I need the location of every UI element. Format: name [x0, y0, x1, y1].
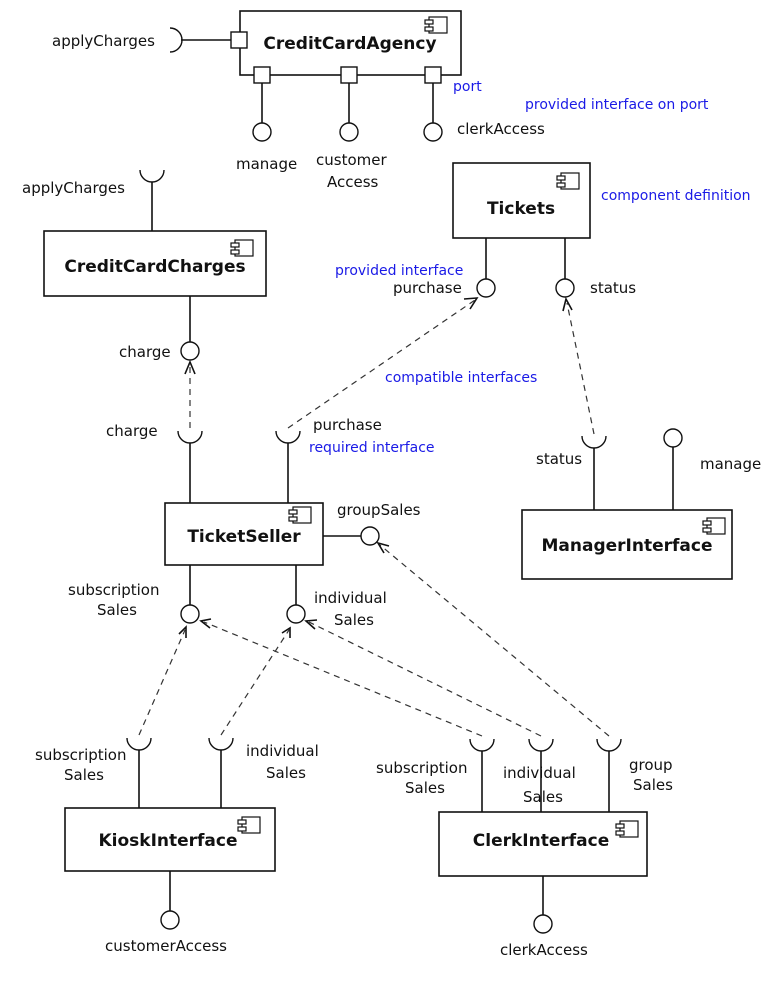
customer-access-provided-ball [339, 122, 359, 142]
clerk-group-label: group [629, 756, 673, 774]
seller-subscription-sales-ball [180, 604, 200, 624]
clerk-interface-component[interactable]: ClerkInterface [438, 811, 648, 877]
kiosk-subscription-label: subscription [35, 746, 127, 764]
manager-status-socket [581, 435, 607, 449]
apply-charges-port [230, 31, 248, 49]
dependency-purchase [287, 297, 479, 429]
tickets-purchase-label: purchase [393, 279, 462, 297]
clerk-group-sales-label: Sales [633, 776, 673, 794]
seller-charge-socket [177, 430, 203, 444]
component-icon [424, 16, 448, 34]
manager-manage-label: manage [700, 455, 761, 473]
tickets-purchase-ball [476, 278, 496, 298]
ticket-seller-component[interactable]: TicketSeller [164, 502, 324, 566]
charges-apply-charges-socket [139, 169, 165, 183]
clerk-subscription-socket [469, 738, 495, 752]
ticket-seller-title: TicketSeller [187, 527, 301, 547]
component-icon [615, 820, 639, 838]
seller-purchase-socket [275, 430, 301, 444]
clerk-subscription-label: subscription [376, 759, 468, 777]
dependency-status [562, 296, 595, 435]
tickets-status-ball [555, 278, 575, 298]
manager-interface-component[interactable]: ManagerInterface [521, 509, 733, 580]
credit-card-charges-title: CreditCardCharges [64, 257, 245, 277]
clerk-subscription-sales-label: Sales [405, 779, 445, 797]
component-icon [702, 517, 726, 535]
manage-port [253, 66, 271, 84]
tickets-title: Tickets [487, 199, 555, 219]
dependency-clerk-individual [304, 619, 542, 737]
dependency-kiosk-subscription [138, 625, 187, 736]
charges-charge-label: charge [119, 343, 171, 361]
apply-charges-required-socket [169, 27, 183, 53]
clerk-access-port [424, 66, 442, 84]
dependency-charge [184, 359, 196, 428]
clerk-individual-sales-label: Sales [523, 788, 563, 806]
seller-subscription-label: subscription [68, 581, 160, 599]
kiosk-subscription-socket [126, 737, 152, 751]
seller-group-sales-label: groupSales [337, 501, 421, 519]
clerk-interface-title: ClerkInterface [473, 831, 609, 851]
manager-manage-ball [663, 428, 683, 448]
kiosk-individual-socket [208, 737, 234, 751]
clerk-group-socket [596, 738, 622, 752]
credit-card-agency-title: CreditCardAgency [263, 34, 436, 54]
required-interface-annotation: required interface [309, 440, 435, 456]
charges-charge-ball [180, 341, 200, 361]
agency-access-label: Access [327, 173, 379, 191]
credit-card-charges-component[interactable]: CreditCardCharges [43, 230, 267, 297]
kiosk-interface-component[interactable]: KioskInterface [64, 807, 276, 872]
seller-subscription-sales-label: Sales [97, 601, 137, 619]
seller-individual-sales-label: Sales [334, 611, 374, 629]
customer-access-port [340, 66, 358, 84]
seller-group-sales-ball [360, 526, 380, 546]
seller-individual-sales-ball [286, 604, 306, 624]
kiosk-individual-sales-label: Sales [266, 764, 306, 782]
compatible-interfaces-annotation: compatible interfaces [385, 370, 537, 386]
clerk-clerk-access-label: clerkAccess [500, 941, 588, 959]
clerk-individual-socket [528, 738, 554, 752]
component-icon [288, 506, 312, 524]
agency-manage-label: manage [236, 155, 297, 173]
clerk-access-ball [533, 914, 553, 934]
manage-provided-ball [252, 122, 272, 142]
kiosk-customer-access-ball [160, 910, 180, 930]
kiosk-individual-label: individual [246, 742, 319, 760]
component-icon [230, 239, 254, 257]
manager-status-label: status [536, 450, 582, 468]
agency-clerk-access-label: clerkAccess [457, 120, 545, 138]
component-icon [237, 816, 261, 834]
clerk-individual-label: individual [503, 764, 576, 782]
seller-individual-label: individual [314, 589, 387, 607]
dependency-kiosk-individual [220, 626, 291, 736]
credit-card-agency-component[interactable]: CreditCardAgency [239, 10, 462, 76]
kiosk-subscription-sales-label: Sales [64, 766, 104, 784]
dependency-clerk-group [376, 541, 610, 737]
component-icon [556, 172, 580, 190]
kiosk-customer-access-label: customerAccess [105, 937, 227, 955]
tickets-status-label: status [590, 279, 636, 297]
agency-customer-label: customer [316, 151, 387, 169]
seller-charge-label: charge [106, 422, 158, 440]
dependency-clerk-subscription [199, 618, 483, 737]
component-definition-annotation: component definition [601, 188, 751, 204]
provided-interface-annotation: provided interface [335, 263, 463, 279]
clerk-access-provided-ball [423, 122, 443, 142]
provided-interface-on-port-annotation: provided interface on port [525, 97, 709, 113]
seller-purchase-label: purchase [313, 416, 382, 434]
tickets-component[interactable]: Tickets [452, 162, 591, 239]
agency-apply-charges-label: applyCharges [52, 32, 155, 50]
port-annotation: port [453, 79, 482, 95]
kiosk-interface-title: KioskInterface [98, 831, 237, 851]
charges-apply-charges-label: applyCharges [22, 179, 125, 197]
manager-interface-title: ManagerInterface [542, 536, 713, 556]
